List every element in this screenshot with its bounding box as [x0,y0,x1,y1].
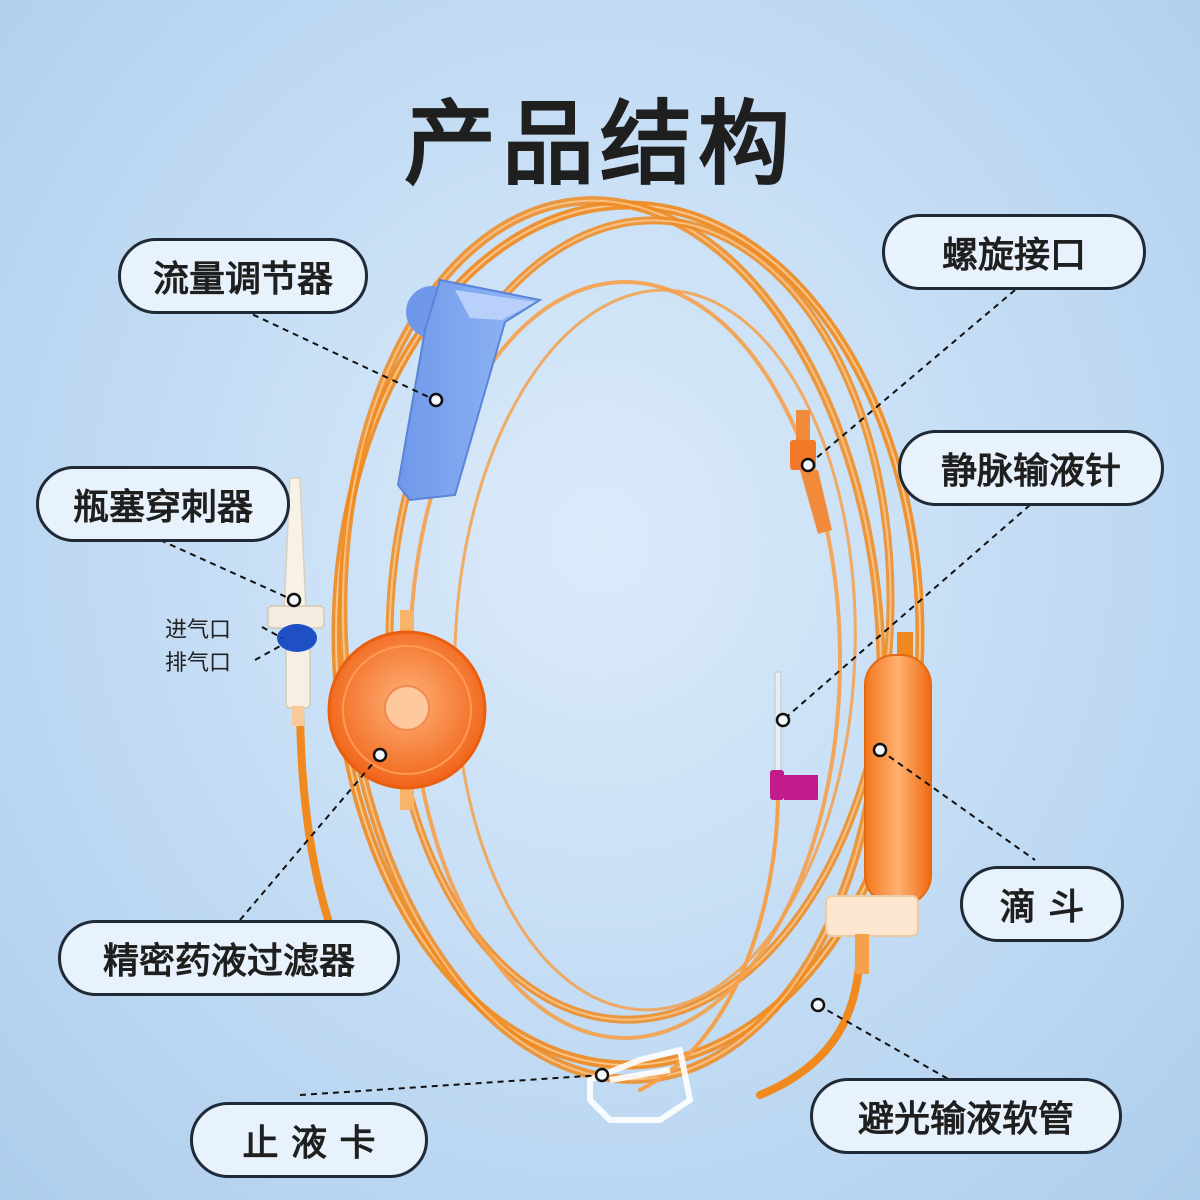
stop-clamp-part [587,1047,693,1123]
drip-chamber-part [825,632,932,974]
iv-needle-part [770,671,818,800]
callout-dots [286,392,888,1083]
vial-spike-part [267,477,325,726]
vial-spike-label: 瓶塞穿刺器 [36,466,290,542]
air-inlet-label: 进气口 [165,618,232,643]
precision-filter-label: 精密药液过滤器 [58,920,400,996]
drip-chamber-label: 滴 斗 [960,866,1124,942]
flow-regulator-label: 流量调节器 [118,238,368,314]
precision-filter-part [327,610,487,810]
callout-lines [159,289,1036,1096]
tubing-label: 避光输液软管 [810,1078,1122,1154]
luer-connector-label: 螺旋接口 [882,214,1146,290]
air-outlet-label: 排气口 [165,651,232,676]
page-title: 产品结构 [403,91,796,198]
luer-connector-part [790,410,832,534]
iv-needle-label: 静脉输液针 [898,430,1164,506]
flow-regulator-part [396,278,543,502]
stop-clamp-label: 止 液 卡 [190,1102,428,1178]
